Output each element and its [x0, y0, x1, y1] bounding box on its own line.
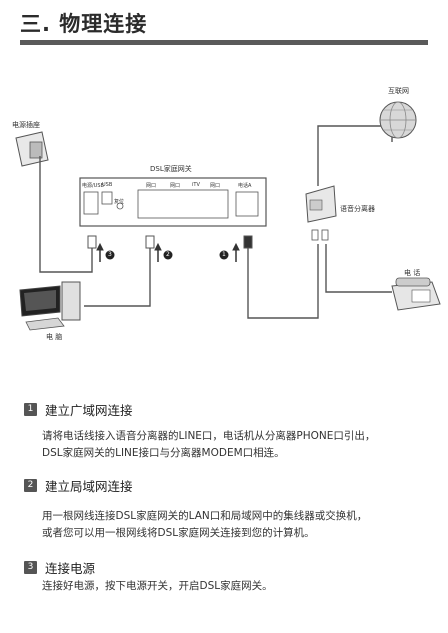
connection-diagram: 电源插座 互联网 DSL家庭网关 语音分离器 电 话 电 脑 电源/USB US… — [0, 60, 448, 360]
splitter-label: 语音分离器 — [340, 205, 375, 213]
step-1-badge: 1 — [222, 251, 226, 258]
telephone-icon — [391, 277, 441, 311]
section-2-title: 建立局域网连接 — [45, 479, 133, 494]
section-2-line-2: 或者您可以用一根网线将DSL家庭网关连接到您的计算机。 — [42, 527, 315, 539]
port-lan1-label: 网口 — [146, 183, 157, 189]
section-2-heading: 2 建立局域网连接 — [24, 476, 133, 495]
gateway-device-icon — [79, 177, 267, 227]
power-outlet-icon — [15, 131, 49, 167]
section-3-heading: 3 连接电源 — [24, 558, 95, 577]
phone-label: 电 话 — [404, 269, 421, 277]
port-usb-label: USB — [102, 182, 113, 188]
section-3-body: 连接好电源，按下电源开关，开启DSL家庭网关。 — [42, 578, 442, 595]
section-2-body: 用一根网线连接DSL家庭网关的LAN口和局域网中的集线器或交换机， 或者您可以用… — [42, 508, 442, 542]
port-itv-label: iTV — [192, 182, 200, 188]
section-2-number: 2 — [24, 479, 37, 492]
section-2-line-1: 用一根网线连接DSL家庭网关的LAN口和局域网中的集线器或交换机， — [42, 510, 368, 522]
port-lan2-label: 网口 — [170, 183, 181, 189]
internet-label: 互联网 — [388, 87, 409, 95]
port-line-label: 电话A — [238, 183, 252, 189]
port-power-label: 电源/USB — [82, 183, 104, 189]
step-3-badge: 3 — [108, 251, 112, 258]
gateway-label: DSL家庭网关 — [150, 165, 192, 173]
section-1-number: 1 — [24, 403, 37, 416]
section-3-number: 3 — [24, 561, 37, 574]
step-arrows — [96, 242, 240, 262]
section-1-title: 建立广域网连接 — [45, 403, 133, 418]
computer-icon — [19, 281, 81, 331]
section-1-line-2: DSL家庭网关的LINE接口与分离器MODEM口相连。 — [42, 447, 285, 459]
page-title: 三. 物理连接 — [20, 12, 148, 36]
port-lan3-label: 网口 — [210, 183, 221, 189]
power-outlet-label: 电源插座 — [12, 121, 40, 129]
reset-label: 复位 — [114, 199, 125, 205]
section-1-line-1: 请将电话线接入语音分离器的LINE口，电话机从分离器PHONE口引出， — [42, 430, 376, 442]
step-2-badge: 2 — [166, 251, 170, 258]
computer-label: 电 脑 — [46, 333, 63, 341]
diagram-lines — [15, 101, 441, 331]
section-1-body: 请将电话线接入语音分离器的LINE口，电话机从分离器PHONE口引出， DSL家… — [42, 428, 442, 462]
section-1-heading: 1 建立广域网连接 — [24, 400, 133, 419]
title-underline — [20, 40, 428, 45]
internet-globe-icon — [379, 101, 417, 139]
section-3-line-1: 连接好电源，按下电源开关，开启DSL家庭网关。 — [42, 580, 273, 592]
step-badges — [105, 250, 229, 260]
section-3-title: 连接电源 — [45, 561, 96, 576]
splitter-icon — [305, 185, 337, 241]
